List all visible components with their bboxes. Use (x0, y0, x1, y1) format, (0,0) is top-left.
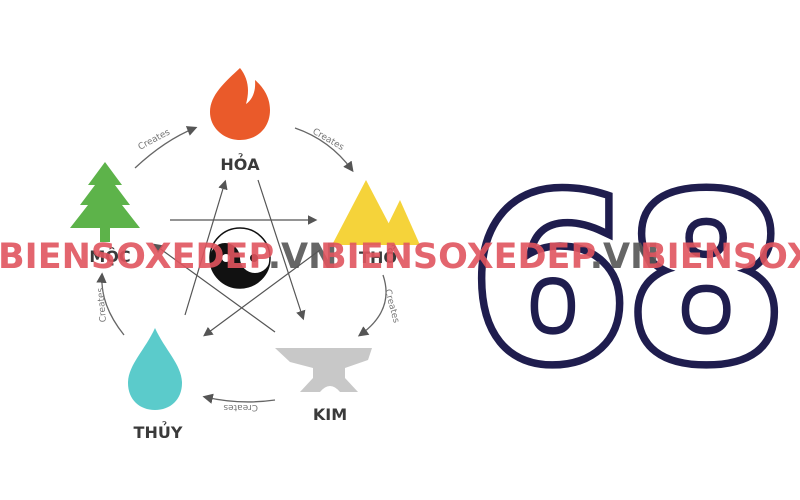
control-star-arrows (153, 179, 321, 337)
watermark-suffix-text: .VN (268, 237, 338, 277)
watermark-main-text: BIENSOXEDEP (320, 237, 595, 277)
element-label-thuy: THỦY (134, 421, 183, 442)
watermark-suffix-text: .VN (590, 237, 660, 277)
arrow-tho-kim (357, 274, 387, 337)
creates-label: Creates (223, 402, 258, 412)
arrow-moc-hoa (134, 126, 198, 169)
element-label-kim: KIM (313, 405, 347, 424)
creates-label: Creates (96, 287, 109, 323)
watermark: BIENSOXEDEP.VN BIENSOXEDEP.VN BIENSOXEDE… (0, 237, 800, 277)
mountain-icon (332, 180, 420, 245)
svg-text:BIENSOXEDEP.VN: BIENSOXEDEP.VN (640, 237, 800, 277)
watermark-main-text: BIENSOXEDEP (640, 237, 800, 277)
svg-text:BIENSOXEDEP.VN: BIENSOXEDEP.VN (0, 237, 337, 277)
yin-yang-icon (209, 227, 271, 289)
element-label-hoa: HỎA (220, 153, 260, 174)
watermark-main-text: BIENSOXEDEP (0, 237, 273, 277)
arrow-thuy-moc (96, 272, 125, 336)
fire-icon (210, 68, 270, 140)
arrow-hoa-tho (294, 127, 354, 173)
creates-label: Creates (311, 127, 346, 153)
water-drop-icon (128, 328, 182, 410)
element-label-moc: MỘC (89, 246, 130, 266)
creates-label: Creates (137, 127, 173, 152)
element-label-tho: THỔ (359, 245, 397, 267)
anvil-icon (275, 348, 372, 392)
arrow-kim-thuy (202, 393, 276, 404)
svg-text:BIENSOXEDEP.VN: BIENSOXEDEP.VN (320, 237, 659, 277)
cycle-arrows (96, 126, 387, 404)
creates-label: Creates (382, 288, 401, 324)
number-68: 68 (471, 150, 784, 412)
tree-icon (70, 162, 140, 242)
